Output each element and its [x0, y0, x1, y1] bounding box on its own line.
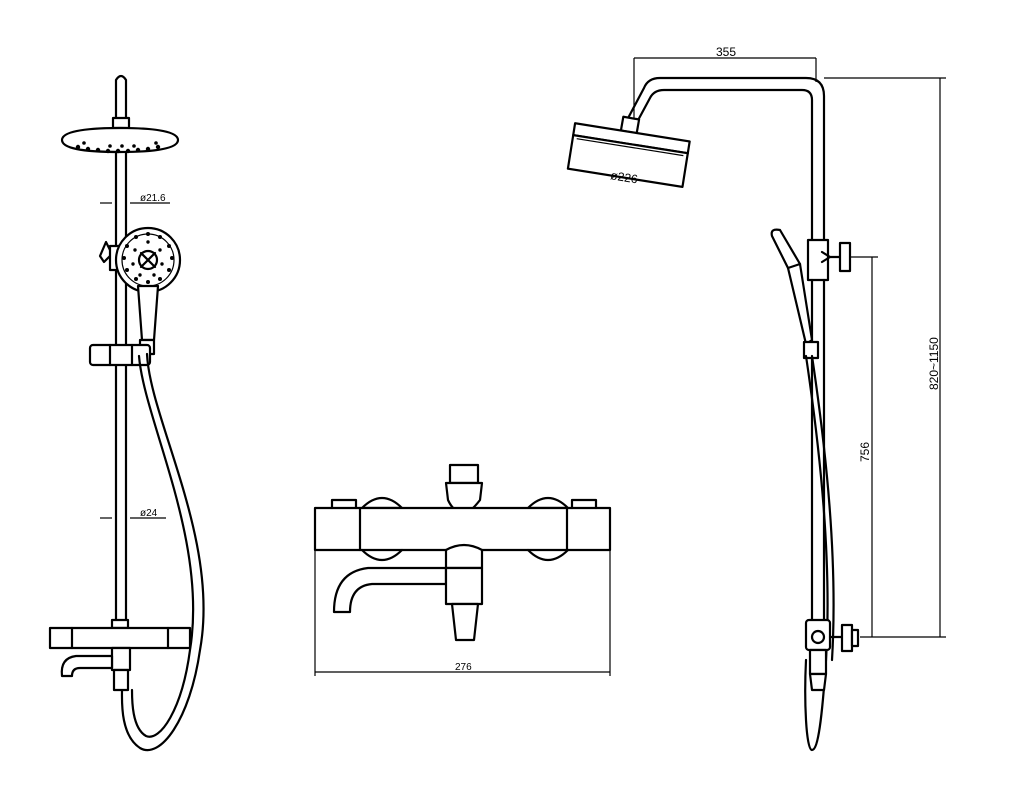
side-hose-inner	[810, 354, 835, 662]
side-slide-holder	[802, 340, 820, 360]
overhead-shower-head	[60, 126, 180, 154]
shower-head-nozzles	[75, 141, 161, 154]
bath-spout	[60, 654, 114, 678]
shower-hose-outer	[120, 352, 205, 752]
head-connector	[111, 116, 131, 130]
left-wall-flange	[360, 496, 404, 510]
rail-connector	[110, 618, 130, 630]
head-body	[566, 134, 689, 188]
spout-collar	[444, 566, 484, 606]
hand-shower-nozzles	[122, 232, 174, 284]
mixer-side-spout	[808, 672, 828, 692]
shower-arm-outer	[624, 76, 826, 242]
upper-bracket-plate	[838, 241, 852, 273]
hose-outlet	[112, 668, 130, 692]
lower-bracket-cap	[850, 628, 860, 648]
spout-mount	[110, 646, 132, 672]
shower-arm-inner	[634, 88, 814, 242]
rail-diameter-label: ø24	[140, 508, 158, 519]
outlet-hub	[444, 543, 484, 570]
bath-spout-detail	[332, 566, 448, 614]
mixer-width-label: 276	[455, 662, 472, 673]
shower-hose-inner	[130, 354, 195, 738]
upper-bracket-detail	[820, 250, 832, 264]
side-view: 355 ø226 820~1150 756	[566, 45, 946, 752]
front-view: ø21.6 ø24	[48, 74, 205, 752]
pipe-diameter-label: ø21.6	[140, 193, 166, 204]
total-height-label: 820~1150	[927, 337, 941, 390]
diverter-cap	[448, 463, 480, 485]
mixer-side-knob	[810, 629, 826, 645]
mixer-detail-view: 276	[313, 463, 612, 676]
right-handle-cap	[570, 498, 598, 510]
hand-shower-handle	[136, 284, 160, 342]
overhead-head-side	[566, 122, 691, 188]
right-wall-flange	[526, 496, 570, 510]
hose-outlet-detail	[450, 602, 480, 642]
upper-wall-bracket	[806, 238, 830, 282]
riser-top-cap	[114, 74, 128, 124]
mixer-body-detail	[313, 506, 612, 552]
left-lower-flange	[360, 548, 404, 562]
lower-bracket-plate	[840, 623, 854, 653]
head-face-line	[576, 138, 684, 157]
arm-reach-label: 355	[716, 45, 736, 59]
hand-shower-side-handle	[786, 262, 814, 346]
left-handle-cap	[330, 498, 358, 510]
hand-shower-center-mark-2	[139, 251, 157, 269]
head-diameter-label: ø226	[609, 168, 639, 186]
mixer-side-outlet	[808, 648, 828, 676]
right-lower-flange	[526, 548, 570, 562]
bracket-spacing-label: 756	[858, 442, 872, 462]
slide-holder	[88, 343, 152, 367]
